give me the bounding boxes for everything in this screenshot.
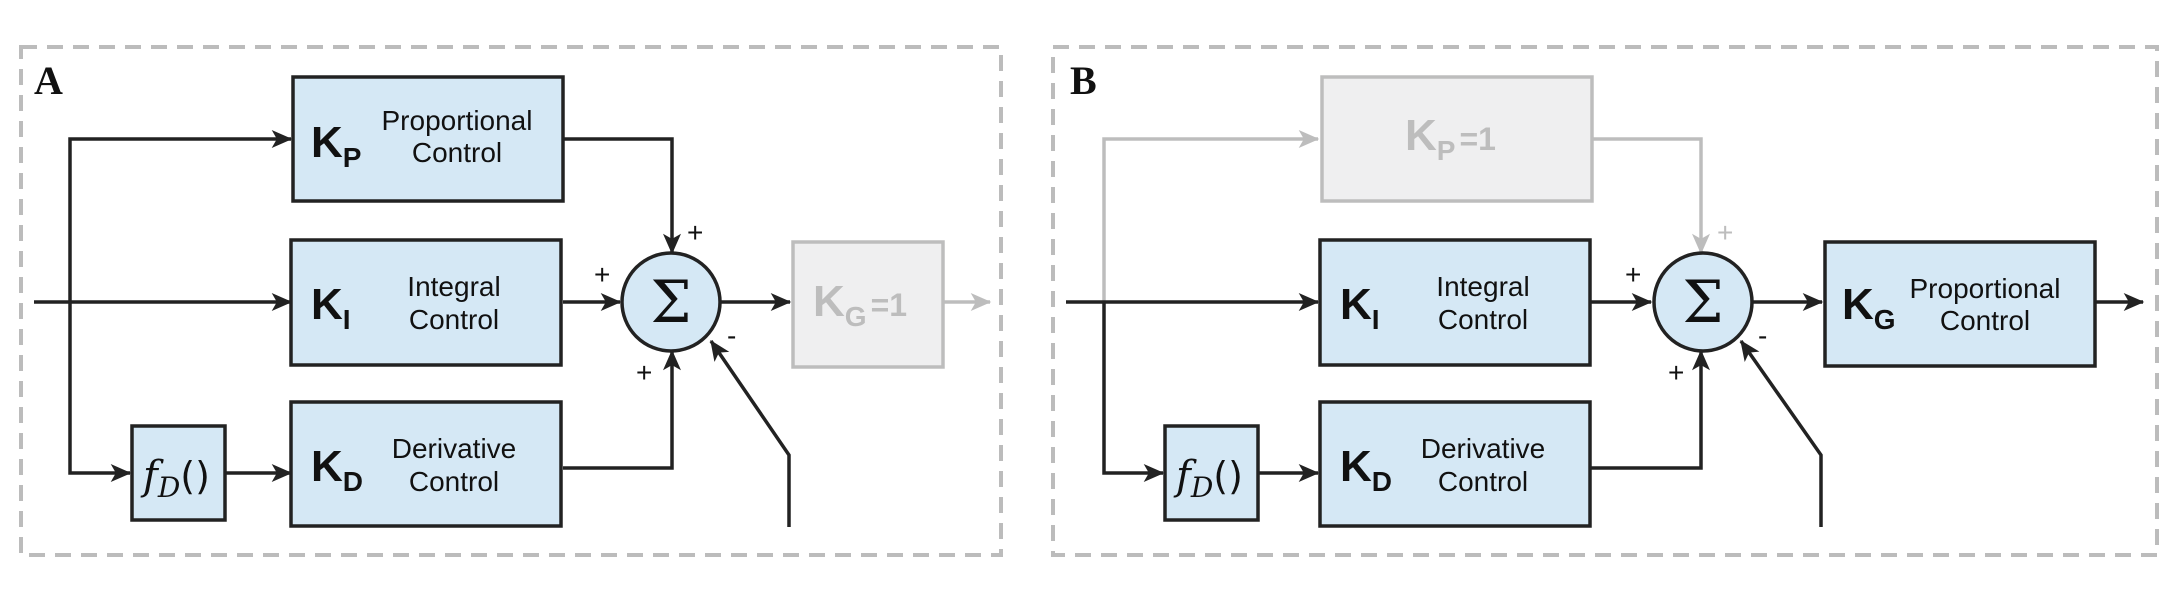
proportional-to-sum bbox=[1592, 137, 1710, 255]
svg-text:KP=1: KP=1 bbox=[1405, 111, 1496, 166]
block-label-line1: Integral bbox=[1436, 271, 1529, 302]
sign-feedback: - bbox=[1758, 320, 1767, 351]
block-label-line2: Control bbox=[409, 304, 499, 335]
panel-b-frame bbox=[1051, 45, 2159, 557]
integral-control-block: KI Integral Control bbox=[1318, 238, 1592, 367]
block-label-line1: Proportional bbox=[382, 105, 533, 136]
gain-symbol: K bbox=[1405, 111, 1437, 160]
gain-symbol: K bbox=[311, 118, 343, 167]
gain-subscript: P bbox=[1437, 135, 1456, 166]
sign-bottom: + bbox=[636, 357, 652, 388]
svg-text:KG: KG bbox=[1842, 280, 1896, 335]
gain-proportional-control-block: KG Proportional Control bbox=[1823, 240, 2097, 368]
derivative-control-block: KD Derivative Control bbox=[289, 400, 563, 528]
svg-text:KD: KD bbox=[1340, 442, 1392, 497]
feedback-to-sum bbox=[709, 339, 791, 527]
sign-feedback: - bbox=[727, 320, 736, 351]
proportional-to-sum bbox=[563, 137, 681, 255]
branch-to-proportional bbox=[68, 130, 293, 302]
svg-text:KI: KI bbox=[311, 280, 351, 335]
proportional-control-block: KP Proportional Control bbox=[291, 75, 565, 203]
integral-control-block: KI Integral Control bbox=[289, 238, 563, 367]
panel-b-wires bbox=[1066, 293, 2145, 527]
gain-subscript: I bbox=[1372, 304, 1380, 335]
svg-text:KP: KP bbox=[311, 118, 361, 173]
derivative-filter-block: fD() bbox=[130, 424, 227, 522]
summing-junction: Σ + + + - bbox=[594, 217, 736, 388]
gain-subscript: G bbox=[845, 301, 867, 332]
svg-text:KD: KD bbox=[311, 442, 363, 497]
block-label-line2: Control bbox=[1438, 304, 1528, 335]
svg-text:KI: KI bbox=[1340, 280, 1380, 335]
branch-to-filter bbox=[68, 302, 132, 482]
gain-symbol: K bbox=[1340, 442, 1372, 491]
panel-a-wires bbox=[34, 130, 792, 527]
panel-b: B KP=1 KI Integral Control bbox=[1051, 45, 2159, 557]
gain-value: =1 bbox=[1459, 121, 1495, 157]
derivative-to-sum bbox=[563, 349, 681, 470]
sigma-symbol: Σ bbox=[650, 268, 691, 336]
block-label-line1: Proportional bbox=[1910, 273, 2061, 304]
filter-parens: () bbox=[180, 454, 210, 498]
gain-subscript: I bbox=[343, 304, 351, 335]
block-label-line1: Derivative bbox=[392, 433, 516, 464]
panel-b-letter: B bbox=[1070, 58, 1097, 103]
derivative-control-block: KD Derivative Control bbox=[1318, 400, 1592, 528]
sign-bottom: + bbox=[1668, 357, 1684, 388]
summing-junction: Σ + + + - bbox=[1625, 217, 1767, 388]
gain-value: =1 bbox=[871, 287, 907, 323]
panel-a: A KP Proportional Control KI Integral C bbox=[19, 45, 1003, 557]
sigma-symbol: Σ bbox=[1682, 268, 1723, 336]
sign-top: + bbox=[687, 217, 703, 248]
sign-top: + bbox=[1717, 217, 1733, 248]
sign-left: + bbox=[594, 259, 610, 290]
block-label-line1: Derivative bbox=[1421, 433, 1545, 464]
gain-symbol: K bbox=[311, 280, 343, 329]
gain-symbol: K bbox=[311, 442, 343, 491]
sign-left: + bbox=[1625, 259, 1641, 290]
gain-subscript: D bbox=[1372, 466, 1392, 497]
gain-subscript: P bbox=[343, 142, 362, 173]
gain-block-disabled: KG=1 bbox=[791, 240, 945, 369]
block-label-line1: Integral bbox=[407, 271, 500, 302]
branch-to-filter bbox=[1102, 302, 1165, 482]
gain-symbol: K bbox=[1842, 280, 1874, 329]
gain-subscript: D bbox=[343, 466, 363, 497]
derivative-to-sum bbox=[1590, 349, 1710, 470]
panel-a-letter: A bbox=[34, 58, 63, 103]
filter-subscript: D bbox=[157, 471, 180, 504]
block-label-line2: Control bbox=[1438, 466, 1528, 497]
panel-a-frame bbox=[19, 45, 1003, 557]
gain-symbol: K bbox=[1340, 280, 1372, 329]
branch-to-proportional bbox=[1102, 130, 1320, 302]
filter-subscript: D bbox=[1190, 471, 1213, 504]
proportional-block-disabled: KP=1 bbox=[1320, 75, 1594, 203]
svg-text:fD(): fD() bbox=[1173, 453, 1243, 504]
gain-subscript: G bbox=[1874, 304, 1896, 335]
svg-text:KG=1: KG=1 bbox=[813, 277, 907, 332]
panel-b-disabled-wires bbox=[1102, 130, 1710, 302]
svg-text:fD(): fD() bbox=[140, 453, 210, 504]
filter-parens: () bbox=[1213, 454, 1243, 498]
feedback-to-sum bbox=[1739, 339, 1823, 527]
block-label-line2: Control bbox=[409, 466, 499, 497]
block-label-line2: Control bbox=[412, 137, 502, 168]
block-label-line2: Control bbox=[1940, 305, 2030, 336]
gain-symbol: K bbox=[813, 277, 845, 326]
derivative-filter-block: fD() bbox=[1163, 424, 1260, 522]
